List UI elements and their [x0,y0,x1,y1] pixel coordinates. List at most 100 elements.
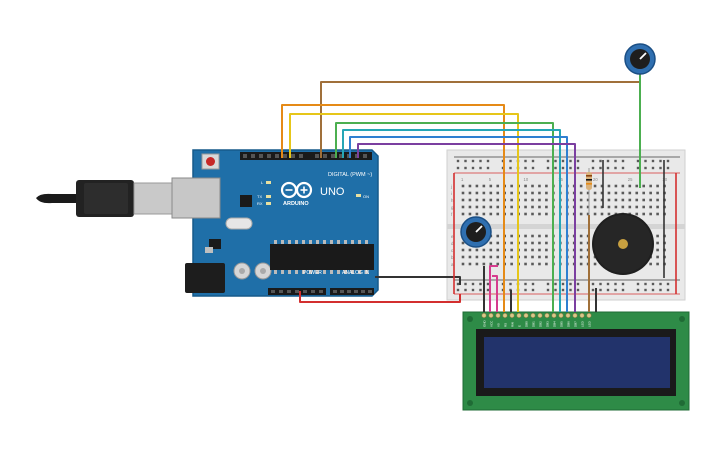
breadboard-hole [607,198,611,202]
lcd-pin [572,312,578,318]
tx-led-label: TX [257,194,262,199]
breadboard-hole [468,205,472,209]
breadboard-hole [656,205,659,209]
rail-hole [644,166,647,170]
rail-hole [509,282,512,286]
breadboard-hole [545,262,548,266]
lcd-pin-label: LED [587,320,591,327]
lcd-pin [558,312,564,318]
breadboard-hole [482,255,486,259]
breadboard-hole [496,198,500,202]
breadboard-hole [586,205,590,209]
breadboard-hole [461,248,465,252]
row-letter: i [451,191,452,196]
lcd-pin-label: DB4 [552,321,556,327]
wire-orange [281,104,505,312]
breadboard-hole [489,205,493,209]
breadboard-hole [510,198,513,202]
breadboard-hole [482,248,486,252]
lcd-pin-label: DB5 [559,321,563,327]
breadboard-hole [600,184,604,188]
breadboard-hole [607,191,611,195]
crystal [225,217,253,230]
lcd-pin [502,312,508,318]
rail-hole [486,159,490,163]
rail-hole [486,288,490,292]
breadboard-hole [538,212,541,216]
breadboard-hole [496,205,500,209]
breadboard-hole [468,198,472,202]
rail-hole [464,159,467,163]
breadboard-hole [496,184,500,188]
rail-hole [576,288,580,292]
breadboard-hole [607,184,611,188]
breadboard-hole [475,184,479,188]
breadboard-hole [496,248,500,252]
rail-hole [644,282,647,286]
rail-hole [569,282,572,286]
power-jack [185,263,225,293]
rail-hole [659,288,662,292]
breadboard-hole [656,262,659,266]
mount-hole [467,400,473,406]
breadboard-hole [593,184,597,188]
rail-hole [524,166,527,170]
breadboard-hole [496,255,500,259]
breadboard-hole [579,262,583,266]
breadboard-hole [649,184,652,188]
rail-hole [509,159,512,163]
rail-hole [576,282,580,286]
arduino-board[interactable]: DIGITAL (PWM ~) L TX RX ON ARDUINO UNO [171,149,379,297]
reset-button[interactable] [206,157,215,166]
row-letter: h [451,198,454,203]
l-led-label: L [261,180,264,185]
top-potentiometer[interactable] [624,43,656,75]
breadboard-hole [649,212,652,216]
breadboard-hole [579,184,583,188]
wires [281,68,677,312]
breadboard-hole [496,262,500,266]
breadboard-hole [538,205,541,209]
rail-hole [636,166,640,170]
breadboard-hole [538,234,541,238]
rail-hole [524,282,527,286]
lcd-pin-label: V0 [496,323,500,327]
rail-hole [666,282,670,286]
piezo-buzzer[interactable] [592,213,654,275]
rail-hole [471,282,475,286]
breadboard-hole [642,212,645,216]
breadboard-hole [635,205,639,209]
rail-hole [576,166,580,170]
lcd-pin [516,312,522,318]
breadboard-hole [656,255,659,259]
breadboard-hole [489,184,493,188]
breadboard-potentiometer[interactable] [460,216,492,248]
breadboard-hole [489,248,493,252]
breadboard-hole [545,198,548,202]
lcd-pin [544,312,550,318]
breadboard-hole [461,191,465,195]
lcd-pin [530,312,536,318]
breadboard-hole [538,248,541,252]
breadboard-hole [649,262,652,266]
breadboard-hole [510,255,513,259]
breadboard-hole [489,198,493,202]
breadboard-hole [468,212,472,216]
breadboard-hole [461,212,465,216]
arduino-logo-icon [280,181,313,199]
breadboard-hole [628,205,632,209]
breadboard-hole [475,255,479,259]
brand-label: ARDUINO [283,201,309,207]
rail-hole [471,288,475,292]
breadboard-hole [524,255,527,259]
breadboard-hole [642,184,645,188]
breadboard-hole [468,191,472,195]
breadboard-hole [482,191,486,195]
breadboard-hole [510,241,513,245]
resistor[interactable] [586,168,592,215]
rx-led [266,202,271,205]
rail-hole [666,166,670,170]
breadboard-hole [579,212,583,216]
